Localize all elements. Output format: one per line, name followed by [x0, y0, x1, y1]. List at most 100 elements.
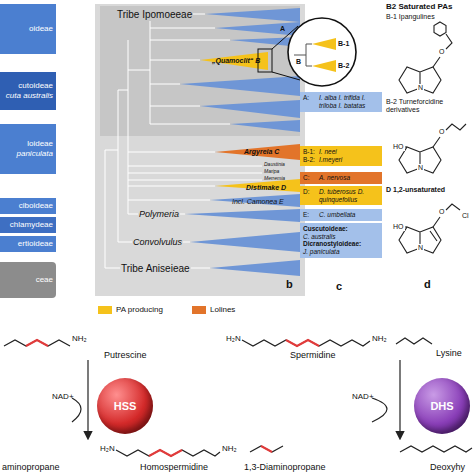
group-label: oideae [29, 24, 53, 34]
taxon-cell: A:I. alba I. trifida I. triloba I. batat… [300, 92, 382, 112]
figure-label: aminopropane [2, 462, 60, 472]
drawn-path [402, 204, 460, 241]
taxon-name: paniculata [17, 149, 53, 159]
drawn-use [399, 67, 441, 93]
drawn-polyline [286, 340, 319, 346]
figure-label: N [417, 244, 424, 252]
legend-text: PA producing [116, 305, 163, 314]
drawn-path [87, 360, 88, 438]
figure-label: Convolvulus [132, 237, 183, 247]
figure-label: d [424, 278, 431, 291]
drawn-g [180, 8, 300, 276]
figure-label: Merremia [264, 176, 285, 182]
figure-label: A [280, 25, 285, 33]
legend-swatch [98, 306, 112, 314]
figure-label: Polymeria [138, 209, 180, 219]
drawn-polygon [215, 179, 300, 192]
group-label: ceae [36, 275, 53, 285]
drawn-polyline [26, 340, 48, 346]
group-label: Dicranostyloideae: [303, 240, 379, 248]
drawn-polygon [185, 209, 300, 222]
drawn-polygon [230, 120, 300, 132]
figure-label: D 1,2-unsaturated [386, 186, 445, 194]
figure-label: Daustinia [264, 162, 285, 168]
drawn-g [72, 360, 400, 438]
figure-label: B-2 Turneforcidine derivatives [386, 98, 472, 114]
subfamily-box: oideae [0, 4, 56, 54]
drawn-path [399, 360, 400, 438]
figure-label: Maripa [264, 169, 279, 175]
figure-label: Incl. Camonea E [232, 198, 284, 206]
figure-label: B [296, 58, 301, 66]
drawn-g [4, 338, 472, 456]
taxon-cell: Cuscutoideae:C. australisDicranostyloide… [300, 223, 382, 258]
drawn-polygon [215, 22, 300, 36]
drawn-polygon [312, 60, 336, 72]
figure-label: „Quamoclit“ B [212, 57, 260, 65]
taxon-name: C. australis [303, 233, 379, 241]
figure-label: B-2 [338, 62, 349, 70]
taxon-name: D. tuberosus D. quinquefolius [319, 188, 379, 204]
group-label: B-1: [303, 148, 319, 156]
subfamily-box: cutoideaecuta australis [0, 72, 56, 110]
taxon-cell: E:C. umbellata [300, 209, 382, 221]
group-label: loideae [27, 139, 53, 149]
group-label: chlamydeae [10, 220, 53, 230]
figure-label: Homospermidine [140, 462, 208, 472]
drawn-polygon [190, 232, 300, 252]
group-label: Cuscutoideae: [303, 225, 379, 233]
drawn-rect [95, 4, 305, 296]
figure-label: H₂N [226, 334, 241, 343]
drawn-g [105, 14, 262, 268]
figure-label: Tribe Ipomoeeae [116, 9, 193, 21]
figure-label: N [417, 84, 424, 92]
enzyme-sphere: DHS [414, 378, 470, 434]
figure-label: B-1 Ipangulines [386, 13, 435, 21]
figure-label: Lysine [436, 348, 462, 358]
figure-label: HO [392, 223, 405, 231]
figure-label: NAD+ [352, 392, 374, 401]
group-label: ertioideae [18, 239, 53, 249]
drawn-polygon [205, 8, 300, 22]
enzyme-sphere: HSS [97, 378, 153, 434]
figure-label: b [286, 278, 293, 291]
figure-label: NH₂ [372, 334, 387, 343]
group-label: cutoideae [18, 81, 53, 91]
taxon-name: A. nervosa [319, 174, 379, 182]
figure-label: N [417, 164, 424, 172]
drawn-use [399, 227, 441, 253]
taxon-name: J. paniculata [303, 248, 379, 256]
drawn-use [399, 147, 441, 173]
figure-label: Putrescine [104, 350, 147, 360]
legend-swatch [192, 306, 206, 314]
group-label: D: [303, 188, 319, 204]
drawn-path [372, 398, 387, 422]
taxon-name: I. alba I. trifida I. triloba I. batatas [319, 94, 379, 110]
group-label: C: [303, 174, 319, 182]
figure-label: B2 Saturated PAs [386, 2, 453, 11]
drawn-polyline [4, 340, 70, 346]
group-label: ciboideae [19, 201, 53, 211]
taxon-name: C. umbellata [319, 211, 379, 219]
group-label: A: [303, 94, 319, 110]
drawn-polygon [210, 260, 300, 276]
figure-label: Argyreia C [244, 148, 279, 156]
drawn-path [72, 398, 81, 422]
figure-label: B-1 [338, 40, 349, 48]
subfamily-box: ceae [0, 262, 56, 298]
figure-label: O [438, 128, 445, 136]
drawn-path [294, 44, 312, 66]
taxon-name: I.meyeri [319, 156, 379, 164]
group-label: DHS [430, 400, 453, 412]
drawn-circle [288, 18, 356, 86]
drawn-g [26, 340, 319, 456]
taxon-name: I. neei [319, 148, 379, 156]
drawn-polygon [180, 76, 300, 96]
figure-label: Spermidine [290, 350, 336, 360]
figure-label: NH₂ [72, 334, 87, 343]
figure-label: NAD+ [52, 392, 74, 401]
drawn-polygon [434, 22, 446, 36]
figure-label: 1,3-Diaminopropane [244, 462, 326, 472]
drawn-path [402, 124, 466, 147]
